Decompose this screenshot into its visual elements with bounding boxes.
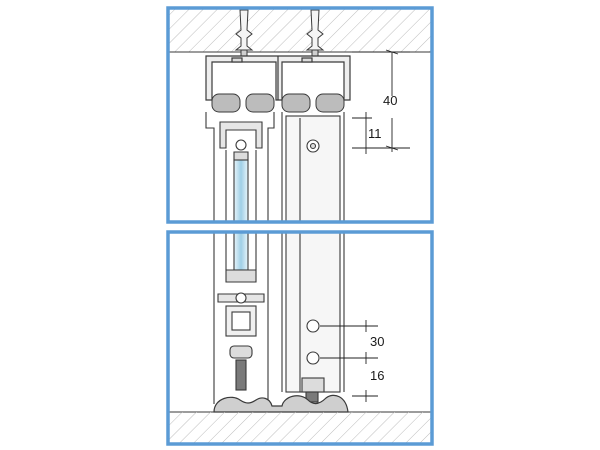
bottom-roller-housing <box>229 345 253 359</box>
top-detail-frame <box>166 6 434 224</box>
guide-pin <box>235 292 247 304</box>
hanger-pin <box>235 139 247 151</box>
top-track-profile <box>205 55 351 101</box>
left-panel-bottom <box>213 232 269 404</box>
floor-track <box>213 394 349 413</box>
rollers <box>211 93 345 113</box>
left-panel-top <box>205 112 275 222</box>
right-panel-bottom <box>281 232 345 403</box>
adjustment-screw <box>306 351 320 365</box>
bottom-detail <box>168 232 432 444</box>
floor-hatch <box>168 412 432 444</box>
dimension-label-11: 11 <box>368 126 382 141</box>
roller <box>211 93 241 113</box>
ceiling-hatch <box>168 8 432 52</box>
roller <box>245 93 275 113</box>
bottom-roller <box>235 359 247 391</box>
roller <box>281 93 311 113</box>
roller <box>315 93 345 113</box>
dimension-label-30: 30 <box>370 334 384 349</box>
top-detail <box>168 8 432 222</box>
right-panel-top <box>281 112 345 222</box>
top-dimension-lines <box>352 49 410 154</box>
dimension-label-40: 40 <box>383 93 397 108</box>
bottom-dimension-lines <box>320 320 378 402</box>
dimension-label-16: 16 <box>370 368 384 383</box>
adjustment-screw <box>306 319 320 333</box>
bottom-detail-frame <box>166 230 434 446</box>
glass-pane <box>233 159 249 222</box>
glass-pane <box>233 232 249 271</box>
